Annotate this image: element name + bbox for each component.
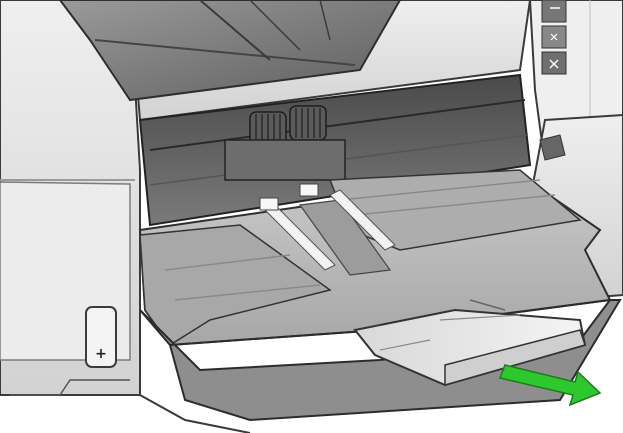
side-port-panel: + <box>85 306 117 368</box>
plus-symbol: + <box>95 346 107 362</box>
feed-rollers <box>224 105 346 181</box>
pull-direction-arrow-icon <box>498 364 602 407</box>
tray-extension <box>353 299 587 387</box>
scanner-left-housing <box>0 0 141 396</box>
input-tray <box>138 169 612 347</box>
scanner-top-body <box>0 0 532 122</box>
